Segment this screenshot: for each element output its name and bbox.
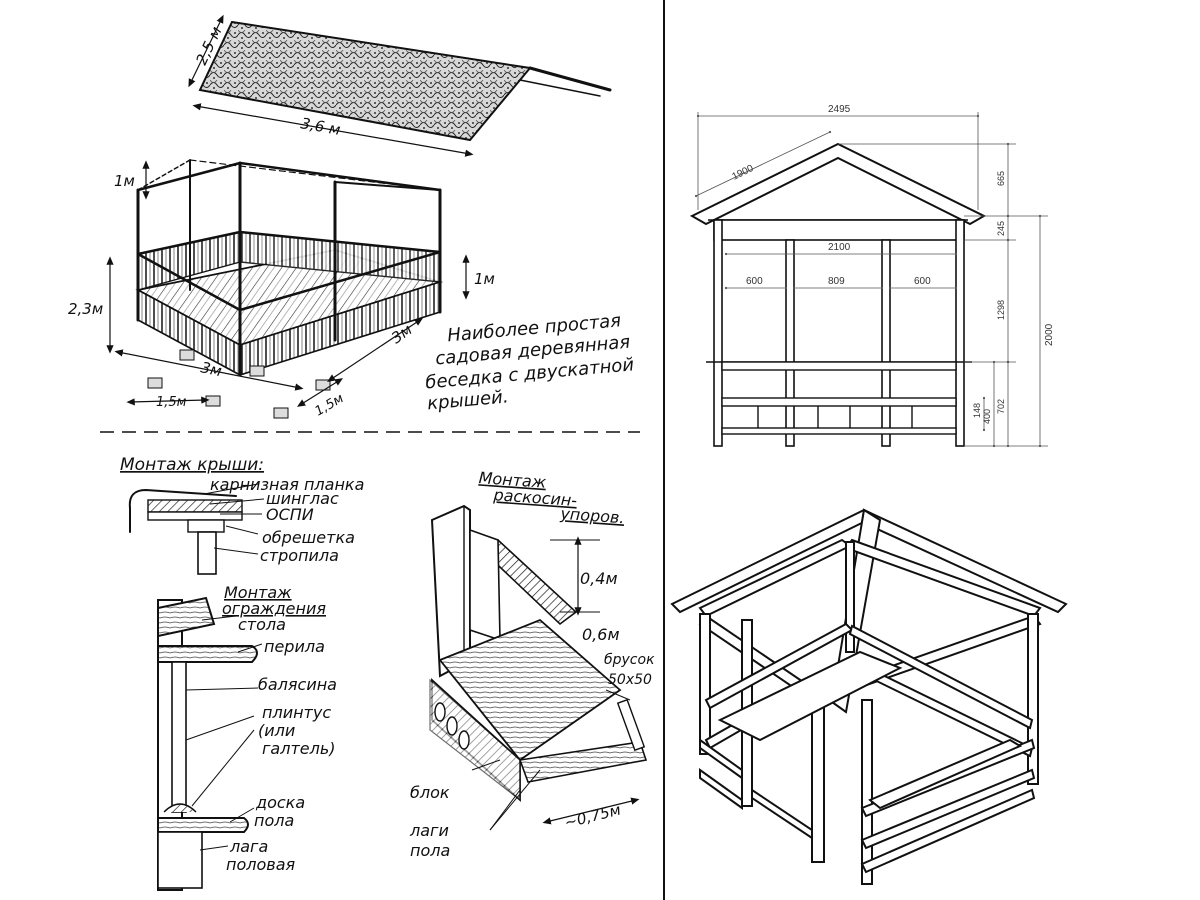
rail-detail: Монтаж ограждения стола перила балясина … xyxy=(157,583,337,891)
height-total-dim: 2,3м xyxy=(68,300,103,318)
rail-label-joist-1: лага xyxy=(229,837,268,856)
brace-dim-1: 0,4м xyxy=(580,569,618,588)
rail-label-plinth-1: плинтус xyxy=(262,703,331,722)
brace-detail: Монтаж раскосин- упоров. 0,4м 0,6м xyxy=(409,468,655,860)
elev-inner-width: 2100 xyxy=(828,242,851,253)
roof-detail-title: Монтаж крыши: xyxy=(120,455,264,475)
brace-bar-label-1: брусок xyxy=(604,652,655,668)
elev-rafter-length: 1900 xyxy=(730,163,755,183)
roof-label-lathing: обрешетка xyxy=(262,528,355,547)
elev-rail-level: 702 xyxy=(996,399,1006,414)
gazebo-frame xyxy=(106,159,470,419)
elev-bench-height: 148 xyxy=(972,403,982,418)
brace-dim-2: 0,6м xyxy=(582,625,620,644)
elev-bench-level: 400 xyxy=(982,409,992,424)
roof-panel xyxy=(188,14,612,157)
elev-roof-height: 665 xyxy=(996,171,1006,186)
brace-lag-label-2: пола xyxy=(410,841,450,860)
rail-label-plinth-3: галтель) xyxy=(262,739,336,758)
elev-bay-right: 600 xyxy=(914,276,931,287)
rail-label-table: стола xyxy=(238,615,286,634)
brace-title-1: Монтаж xyxy=(478,468,547,492)
post-spacing-b-dim: 1,5м xyxy=(313,391,347,419)
brace-lag-label-1: лаги xyxy=(409,821,449,840)
brace-width-dim: ~0,75м xyxy=(563,801,623,832)
elev-bay-left: 600 xyxy=(746,276,763,287)
roof-label-shingle: шинглас xyxy=(266,489,339,508)
roof-label-rafters: стропила xyxy=(260,546,339,565)
elev-bay-center: 809 xyxy=(828,276,845,287)
roof-label-eave-strip: карнизная планка xyxy=(210,475,364,494)
rail-label-floorboard-2: пола xyxy=(254,811,294,830)
rail-label-handrail: перила xyxy=(264,637,325,656)
brace-block-label: блок xyxy=(410,783,450,802)
rail-label-plinth-2: (или xyxy=(258,721,295,740)
rail-detail-title-1: Монтаж xyxy=(224,583,292,602)
rail-detail-title-2: ограждения xyxy=(222,599,326,618)
rail-label-joist-2: половая xyxy=(226,855,296,874)
roof-detail: Монтаж крыши: карнизная планка шинглас О… xyxy=(120,455,364,575)
height-top-dim: 1м xyxy=(114,172,135,190)
elev-opening-height: 1298 xyxy=(996,300,1006,320)
rail-label-floorboard-1: доска xyxy=(255,793,305,812)
roof-length-dim: 3,6 м xyxy=(299,114,341,139)
gazebo-sketch: 2,5 м 3,6 м xyxy=(68,14,636,419)
roof-label-osb: ОСПИ xyxy=(266,505,314,524)
base-length-dim: 3м xyxy=(199,358,223,380)
elev-total-height: 2000 xyxy=(1044,323,1055,346)
elev-beam-depth: 245 xyxy=(996,221,1006,236)
elev-overall-width: 2495 xyxy=(828,104,851,115)
frame-3d-view xyxy=(670,508,1068,885)
sketch-caption: Наиболее простая садовая деревянная бесе… xyxy=(425,310,636,414)
rail-height-dim: 1м xyxy=(474,270,495,288)
front-elevation xyxy=(689,112,1048,448)
rail-label-baluster: балясина xyxy=(258,675,337,694)
brace-title-3: упоров. xyxy=(559,504,625,528)
brace-bar-label-2: 50х50 xyxy=(608,672,652,688)
post-spacing-a-dim: 1,5м xyxy=(156,395,187,410)
